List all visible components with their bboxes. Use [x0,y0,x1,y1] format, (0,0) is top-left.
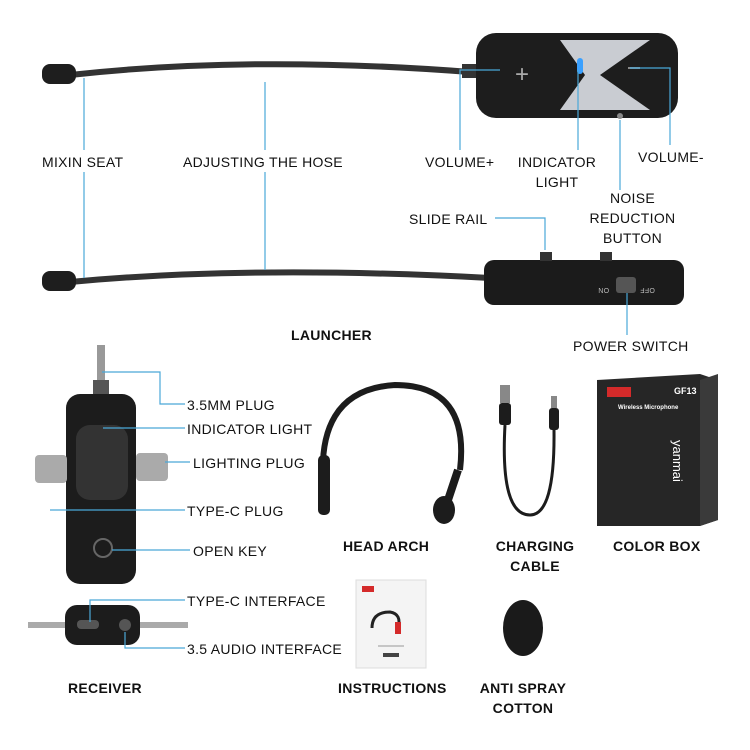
label-lighting-plug: LIGHTING PLUG [193,455,306,471]
label-line: CABLE [510,558,560,574]
label-typec-interface: TYPE-C INTERFACE [187,593,326,609]
power-switch [616,277,636,293]
label-line: NOISE [609,190,656,206]
launcher-top-view: + [42,33,678,119]
gooseneck-hose [69,61,471,78]
label-receiver-indicator: INDICATOR LIGHT [187,421,313,437]
receiver-title: RECEIVER [68,680,142,696]
charging-cable [499,385,559,517]
label-slide-rail: SLIDE RAIL [409,211,488,227]
label-head-arch: HEAD ARCH [343,538,430,554]
label-line: CHARGING [495,538,575,554]
label-open-key: OPEN KEY [193,543,267,559]
box-product-name: Wireless Microphone [618,405,679,411]
label-volume-plus: VOLUME+ [425,154,495,170]
receiver-bottom [28,605,188,645]
label-audio-interface: 3.5 AUDIO INTERFACE [187,641,343,657]
launcher-side-view [42,252,684,305]
label-charging-cable: CHARGING CABLE [485,536,585,576]
label-noise-reduction: NOISE REDUCTION BUTTON [585,188,680,248]
box-model: GF13 [674,386,697,396]
label-35mm-plug: 3.5MM PLUG [187,397,275,413]
label-volume-minus: VOLUME- [638,149,704,165]
label-line: REDUCTION [589,210,676,226]
label-color-box: COLOR BOX [613,538,701,554]
label-indicator-light: INDICATOR LIGHT [512,152,602,192]
label-line: COTTON [492,700,554,716]
head-arch [318,381,465,524]
box-brand: yanmai [670,440,685,482]
switch-off-text: OFF [640,286,655,293]
foam-windscreen [503,600,543,656]
receiver-front [35,345,168,584]
label-line: LIGHT [535,174,579,190]
leader-lines [50,67,671,649]
label-mixin-seat: MIXIN SEAT [42,154,124,170]
label-adjusting-hose: ADJUSTING THE HOSE [183,154,343,170]
silver-accent [560,40,650,110]
label-typec-plug: TYPE-C PLUG [187,503,284,519]
mic-head [42,64,76,84]
label-line: ANTI SPRAY [479,680,567,696]
label-anti-spray: ANTI SPRAY COTTON [473,678,573,718]
launcher-title: LAUNCHER [291,327,372,343]
label-power-switch: POWER SWITCH [573,338,689,354]
label-instructions: INSTRUCTIONS [338,680,447,696]
color-box [597,374,718,526]
instructions-booklet [355,579,427,669]
switch-on-text: ON [598,286,610,293]
label-line: BUTTON [602,230,663,246]
label-line: INDICATOR [517,154,597,170]
svg-text:+: + [515,61,529,88]
